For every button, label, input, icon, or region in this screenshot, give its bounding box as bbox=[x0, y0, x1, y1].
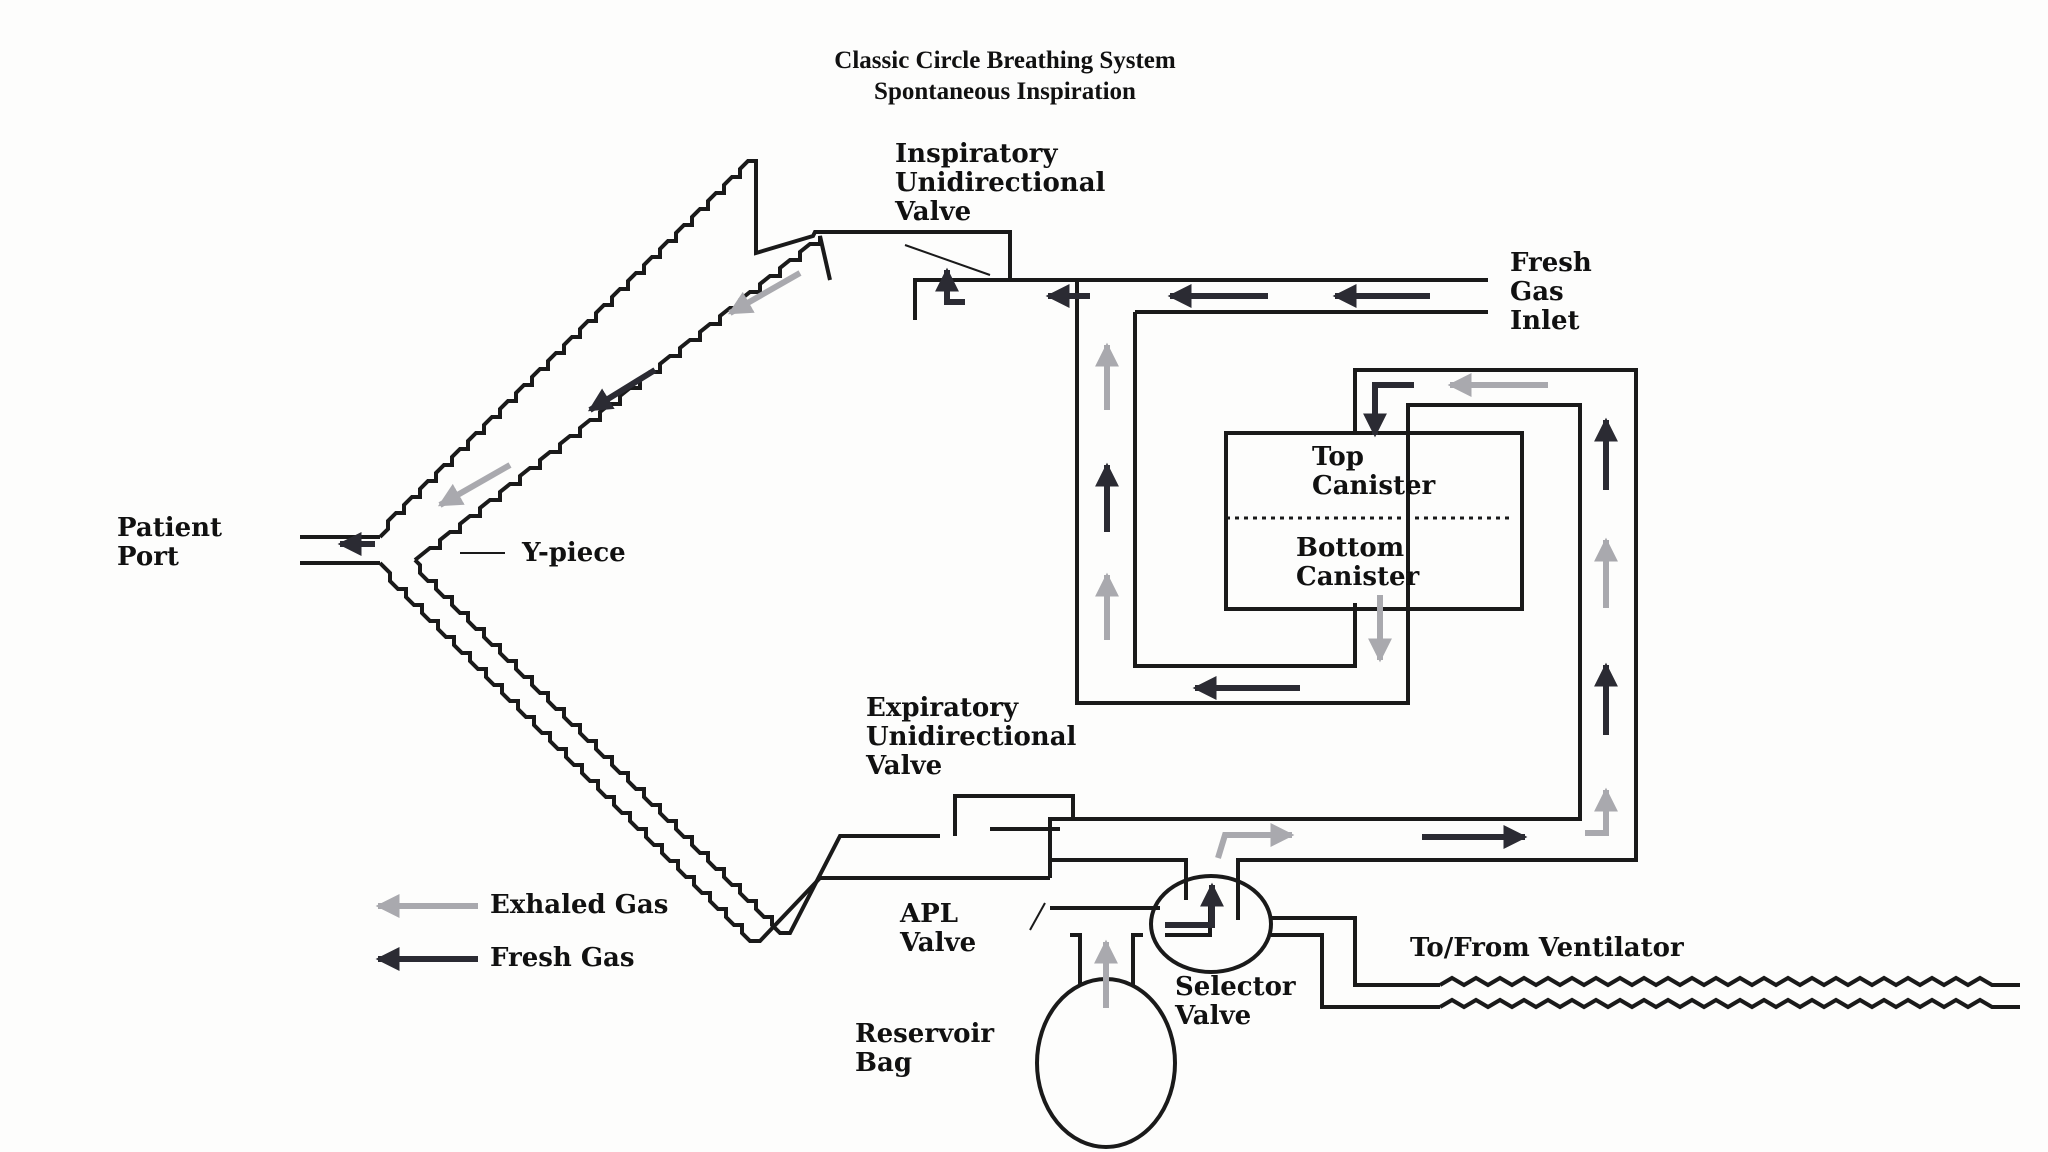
ventilator-label: To/From Ventilator bbox=[1410, 934, 1684, 963]
ventilator-pipe-top bbox=[1271, 916, 1440, 987]
label-line: Valve bbox=[866, 751, 943, 781]
fresh-arrow-insp-valve bbox=[935, 267, 965, 305]
exhaled-arrow-selector-out bbox=[1215, 823, 1295, 859]
ventilator-corrugation-top bbox=[1438, 975, 2020, 988]
inspiratory-valve-pointer bbox=[904, 244, 991, 276]
fresh-arrow-insp-limb bbox=[587, 367, 657, 413]
label-line: Canister bbox=[1296, 562, 1420, 592]
label-line: Canister bbox=[1312, 471, 1436, 501]
bottom-canister-label: Bottom Canister bbox=[1296, 534, 1419, 592]
expiratory-limb-inner bbox=[413, 558, 940, 935]
label-line: Inspiratory bbox=[895, 139, 1058, 169]
exhaled-arrow-insp-limb-2 bbox=[437, 462, 512, 508]
apl-valve-label: APL Valve bbox=[900, 900, 976, 958]
fresh-gas-inlet-label: Fresh Gas Inlet bbox=[1510, 249, 1592, 336]
diagram-title: Classic Circle Breathing System Spontane… bbox=[720, 45, 1290, 107]
label-line: Unidirectional bbox=[866, 722, 1077, 752]
legend-exhaled-gas: Exhaled Gas bbox=[490, 891, 668, 920]
label-line: Patient bbox=[117, 513, 223, 543]
label-line: Port bbox=[117, 542, 179, 572]
label-line: Y-piece bbox=[522, 538, 626, 568]
legend-fresh-gas: Fresh Gas bbox=[490, 944, 635, 973]
label-line: Selector bbox=[1175, 972, 1296, 1002]
central-channel-left bbox=[1075, 280, 1410, 705]
label-line: To/From Ventilator bbox=[1410, 933, 1684, 963]
label-line: Bottom bbox=[1296, 533, 1405, 563]
reservoir-bag-label: Reservoir Bag bbox=[855, 1020, 994, 1078]
label-line: Bag bbox=[855, 1048, 913, 1078]
legend-label: Fresh Gas bbox=[490, 943, 635, 973]
label-line: Expiratory bbox=[866, 693, 1019, 723]
label-line: Valve bbox=[895, 197, 972, 227]
bag-neck-left bbox=[1070, 933, 1082, 985]
y-piece-label: Y-piece bbox=[522, 539, 626, 568]
label-line: Valve bbox=[1175, 1001, 1252, 1031]
label-line: Valve bbox=[900, 928, 977, 958]
ventilator-corrugation-bottom bbox=[1438, 997, 2020, 1010]
selector-valve-label: Selector Valve bbox=[1175, 973, 1296, 1031]
exhaled-arrow-corner bbox=[1585, 787, 1618, 836]
top-canister-label: Top Canister bbox=[1312, 443, 1435, 501]
selector-valve-inner bbox=[1165, 905, 1212, 937]
inspiratory-valve-housing bbox=[815, 230, 1012, 320]
title-line-1: Classic Circle Breathing System bbox=[834, 47, 1176, 74]
inspiratory-valve-label: Inspiratory Unidirectional Valve bbox=[895, 140, 1105, 227]
expiratory-valve-label: Expiratory Unidirectional Valve bbox=[866, 694, 1076, 781]
bag-neck-right bbox=[1131, 933, 1143, 985]
label-line: Top bbox=[1312, 442, 1364, 472]
apl-valve-pointer bbox=[1029, 902, 1046, 931]
expiratory-valve-housing bbox=[953, 794, 1075, 836]
ventilator-pipe-bottom bbox=[1271, 933, 1440, 1009]
inspiratory-limb-outer bbox=[378, 159, 1010, 539]
central-channel-right bbox=[1133, 312, 1357, 668]
label-line: Gas bbox=[1510, 277, 1564, 307]
fresh-arrow-selector-up bbox=[1165, 882, 1224, 928]
title-line-2: Spontaneous Inspiration bbox=[874, 78, 1136, 105]
fresh-arrow-down-canister bbox=[1363, 382, 1414, 438]
exhaled-arrow-insp-limb-1 bbox=[727, 270, 802, 316]
expiratory-limb-outer bbox=[378, 561, 1050, 943]
legend-label: Exhaled Gas bbox=[490, 890, 669, 920]
patient-port-label: Patient Port bbox=[117, 514, 222, 572]
label-line: APL bbox=[900, 899, 959, 929]
selector-valve-body bbox=[1149, 874, 1273, 974]
label-line: Reservoir bbox=[855, 1019, 995, 1049]
label-line: Unidirectional bbox=[895, 168, 1106, 198]
inspiratory-limb-inner bbox=[413, 235, 832, 562]
label-line: Inlet bbox=[1510, 306, 1580, 336]
canister-top-channel-outer bbox=[1236, 368, 1638, 920]
label-line: Fresh bbox=[1510, 248, 1592, 278]
